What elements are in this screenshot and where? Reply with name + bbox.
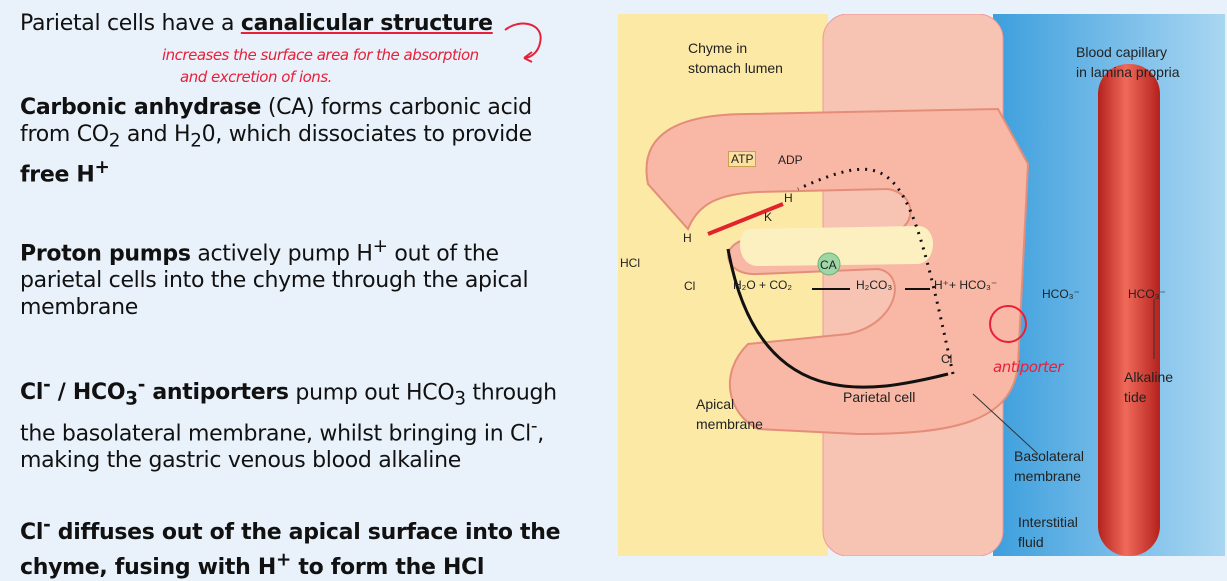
cl-in-label: Cl — [941, 352, 953, 366]
diagram-graphics — [618, 14, 1225, 556]
eq-h2co3: H₂CO₃ — [856, 278, 893, 292]
hco3-label: HCO₃⁻ — [1042, 287, 1080, 301]
text-canalicular: Parietal cells have a canalicular struct… — [20, 11, 493, 36]
atp-label: ATP — [728, 151, 757, 167]
cl-label: Cl — [684, 279, 696, 293]
ca-label: CA — [820, 258, 837, 272]
blood-capillary — [1098, 64, 1160, 556]
handwritten-note-2: and excretion of ions. — [180, 68, 332, 86]
cl-path-arrow — [726, 248, 949, 389]
stomach-lumen — [618, 14, 828, 556]
proton-pump-arrow — [707, 202, 784, 236]
label-parietal-cell: Parietal cell — [843, 389, 916, 405]
text-antiporters: Cl- / HCO3- antiporters pump out HCO3 th… — [20, 375, 557, 474]
eq-h-hco3: H⁺+ HCO₃⁻ — [934, 278, 998, 292]
k-label: K — [764, 210, 773, 224]
canaliculus — [739, 226, 933, 266]
antiporter-annotation: antiporter — [993, 358, 1063, 376]
handwritten-note: increases the surface area for the absor… — [162, 46, 479, 64]
text-carbonic-anhydrase: Carbonic anhydrase (CA) forms carbonic a… — [20, 95, 532, 188]
ca-enzyme-circle — [817, 252, 841, 276]
text-cl-diffusion: Cl- diffuses out of the apical surface i… — [20, 515, 561, 580]
h-label: H — [784, 191, 793, 205]
hco3-blood-label: HCO₃⁻ — [1128, 287, 1166, 301]
basolateral-pointer — [972, 393, 1039, 455]
h-lumen-label: H — [683, 231, 692, 245]
eq-h2o-co2: H₂O + CO₂ — [733, 278, 792, 292]
antiporter-highlight — [989, 305, 1027, 343]
adp-label: ADP — [778, 153, 803, 167]
text-proton-pumps: Proton pumps actively pump H+ out of the… — [20, 236, 529, 321]
annotation-arrow-icon — [504, 22, 542, 63]
hcl-label: HCl — [620, 256, 640, 270]
